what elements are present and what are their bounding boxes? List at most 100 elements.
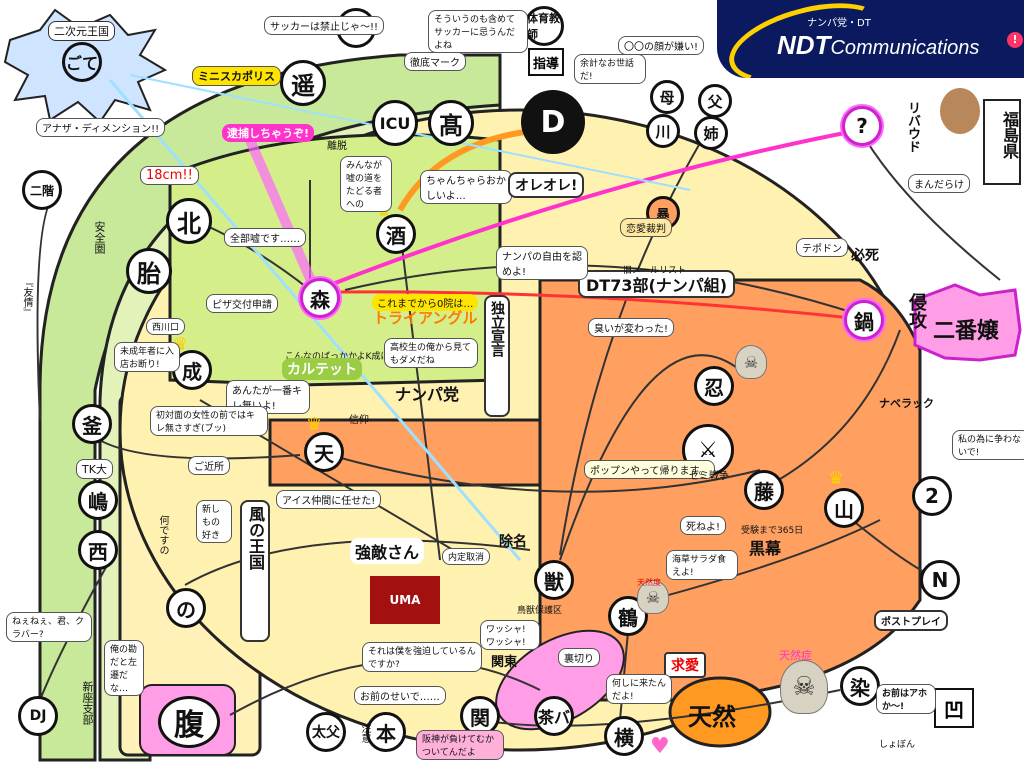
label-zemi: ゼミ戦争 — [689, 471, 729, 482]
node-n[interactable]: N — [920, 560, 960, 600]
node-nabe[interactable]: 鍋 — [844, 300, 884, 340]
region-label-nijigen: 二次元王国 — [48, 21, 115, 41]
label-miseinen: 未成年者に入店お断り! — [114, 342, 180, 372]
label-naberakku: ナベラック — [879, 397, 934, 410]
node-chaba[interactable]: 茶バ — [534, 696, 574, 736]
label-another: アナザ・ディメンション!! — [36, 118, 166, 137]
node-tennen[interactable]: 天然 — [688, 703, 736, 731]
label-naitei: 内定取消 — [442, 548, 491, 565]
label-tennen-small: 天然度 — [637, 578, 661, 587]
label-nandesu: 何ですの — [157, 515, 168, 555]
node-kita[interactable]: 北 — [166, 198, 212, 244]
avatar-rivaldo — [940, 88, 980, 134]
node-kawa[interactable]: 川 — [646, 114, 680, 148]
crown-icon: ♛ — [828, 468, 845, 489]
label-mandarake: まんだらけ — [908, 174, 970, 193]
edge — [399, 229, 441, 561]
node-tou[interactable]: 遥 — [280, 60, 326, 106]
node-hara[interactable]: 腹 — [158, 696, 220, 748]
node-haha[interactable]: 母 — [650, 80, 684, 114]
label-kuromaku: 黒幕 — [749, 539, 782, 558]
label-tennensho: 天然症 — [779, 649, 812, 662]
node-some[interactable]: 染 — [840, 666, 880, 706]
node-question[interactable]: ? — [842, 106, 882, 146]
niban-starburst — [913, 283, 1022, 362]
node-shima[interactable]: 嶋 — [78, 480, 118, 520]
node-hon[interactable]: 本 — [366, 712, 406, 752]
node-nishi[interactable]: 西 — [78, 530, 118, 570]
orange-arrow — [397, 127, 541, 212]
node-mori[interactable]: 森 — [300, 278, 340, 318]
region-label-independence: 独立宣言 — [484, 295, 510, 417]
label-rivaldo: リバウド — [905, 101, 920, 153]
label-hisshi: 必死 — [851, 248, 879, 264]
edge — [759, 329, 901, 491]
label-shine: 死ねよ! — [680, 516, 727, 535]
node-sake[interactable]: 酒 — [376, 214, 416, 254]
label-choujuu: 鳥獣保護区 — [517, 606, 563, 616]
node-juu[interactable]: 獣 — [534, 560, 574, 600]
label-omae-sei: お前のせいで…… — [354, 686, 446, 705]
node-dj[interactable]: DJ — [18, 696, 58, 736]
label-kantou: 関東 — [491, 655, 518, 670]
label-watashi: 私の為に争わないで! — [952, 430, 1024, 460]
label-face-hate: 〇〇の顔が嫌い! — [618, 36, 705, 55]
node-shidou[interactable]: 指導 — [528, 48, 564, 76]
region-label-tk: TK大 — [76, 459, 113, 479]
label-nishikawa: 西川口 — [146, 318, 186, 335]
edge — [559, 109, 721, 556]
label-nee: ねぇねぇ、君、クラバー? — [6, 612, 92, 642]
label-chuui: 注意 — [359, 723, 370, 743]
node-fuji[interactable]: 藤 — [744, 470, 784, 510]
node-shinobu[interactable]: 忍 — [694, 366, 734, 406]
node-ou[interactable]: 凹 — [934, 688, 974, 728]
label-korekara: これまでから0院は… — [372, 294, 479, 311]
edge — [559, 354, 741, 561]
label-shinza: 新座支部 — [81, 681, 94, 725]
node-niga[interactable]: 二階 — [22, 170, 62, 210]
node-tai[interactable]: 胎 — [126, 248, 172, 294]
node-yama[interactable]: 山 — [824, 488, 864, 528]
edge — [329, 454, 761, 493]
label-triangle: トライアングル — [373, 309, 478, 327]
edge — [649, 519, 881, 601]
pink-beam — [245, 138, 320, 292]
label-zenbu: 全部嘘です…… — [224, 228, 306, 247]
node-yoko[interactable]: 横 — [604, 716, 644, 756]
label-ritatsu: 離脱 — [327, 141, 347, 152]
label-shinkou2: 信仰 — [349, 415, 369, 426]
label-uragiri: 裏切り — [558, 648, 600, 667]
kiba-d-badge-icon: D — [521, 90, 585, 154]
node-chichi[interactable]: 父 — [698, 84, 732, 118]
node-taiiku[interactable]: 体育教師 — [524, 6, 564, 46]
label-kyuuai: 求愛 — [664, 652, 706, 678]
label-bokkake: こんなのばっかかよK成は — [285, 352, 390, 362]
node-gote[interactable]: ごて — [62, 42, 102, 82]
node-no[interactable]: の — [166, 588, 206, 628]
label-18cm: 18cm!! — [140, 166, 199, 185]
edge — [184, 539, 531, 586]
label-nanishi: 何しに来たんだよ! — [606, 674, 672, 704]
region-label-nanpa: ナンパ党 — [395, 385, 460, 404]
region-label-dt73: DT73部(ナンパ組) — [578, 270, 736, 298]
uma-logo-icon: UMA — [370, 576, 440, 624]
skull-icon: ☠ — [735, 345, 767, 379]
label-shotaimen: 初対面の女性の前ではキレ無さすぎ(ブッ) — [150, 406, 268, 436]
node-ten[interactable]: 天 — [304, 432, 344, 472]
label-kyousei: それは僕を強迫しているんですか? — [362, 642, 482, 672]
label-shinshiki: 新しもの好き — [196, 500, 232, 543]
label-tettei: 徹底マーク — [404, 52, 466, 71]
label-renai: 恋愛裁判 — [620, 218, 672, 237]
node-ane[interactable]: 姉 — [694, 116, 728, 150]
node-two[interactable]: 2 — [912, 476, 952, 516]
heart-icon: ♥ — [650, 734, 670, 759]
label-kinjo: ご近所 — [188, 456, 230, 475]
skull-icon-large: ☠ — [780, 660, 828, 714]
node-icu[interactable]: ICU — [372, 100, 418, 146]
node-tabaki[interactable]: 太父 — [306, 712, 346, 752]
crown-icon: ♛ — [306, 414, 323, 435]
region-label-fukushima: 福島県 — [1000, 111, 1019, 159]
node-kama[interactable]: 釜 — [72, 404, 112, 444]
node-kou[interactable]: 髙 — [428, 100, 474, 146]
